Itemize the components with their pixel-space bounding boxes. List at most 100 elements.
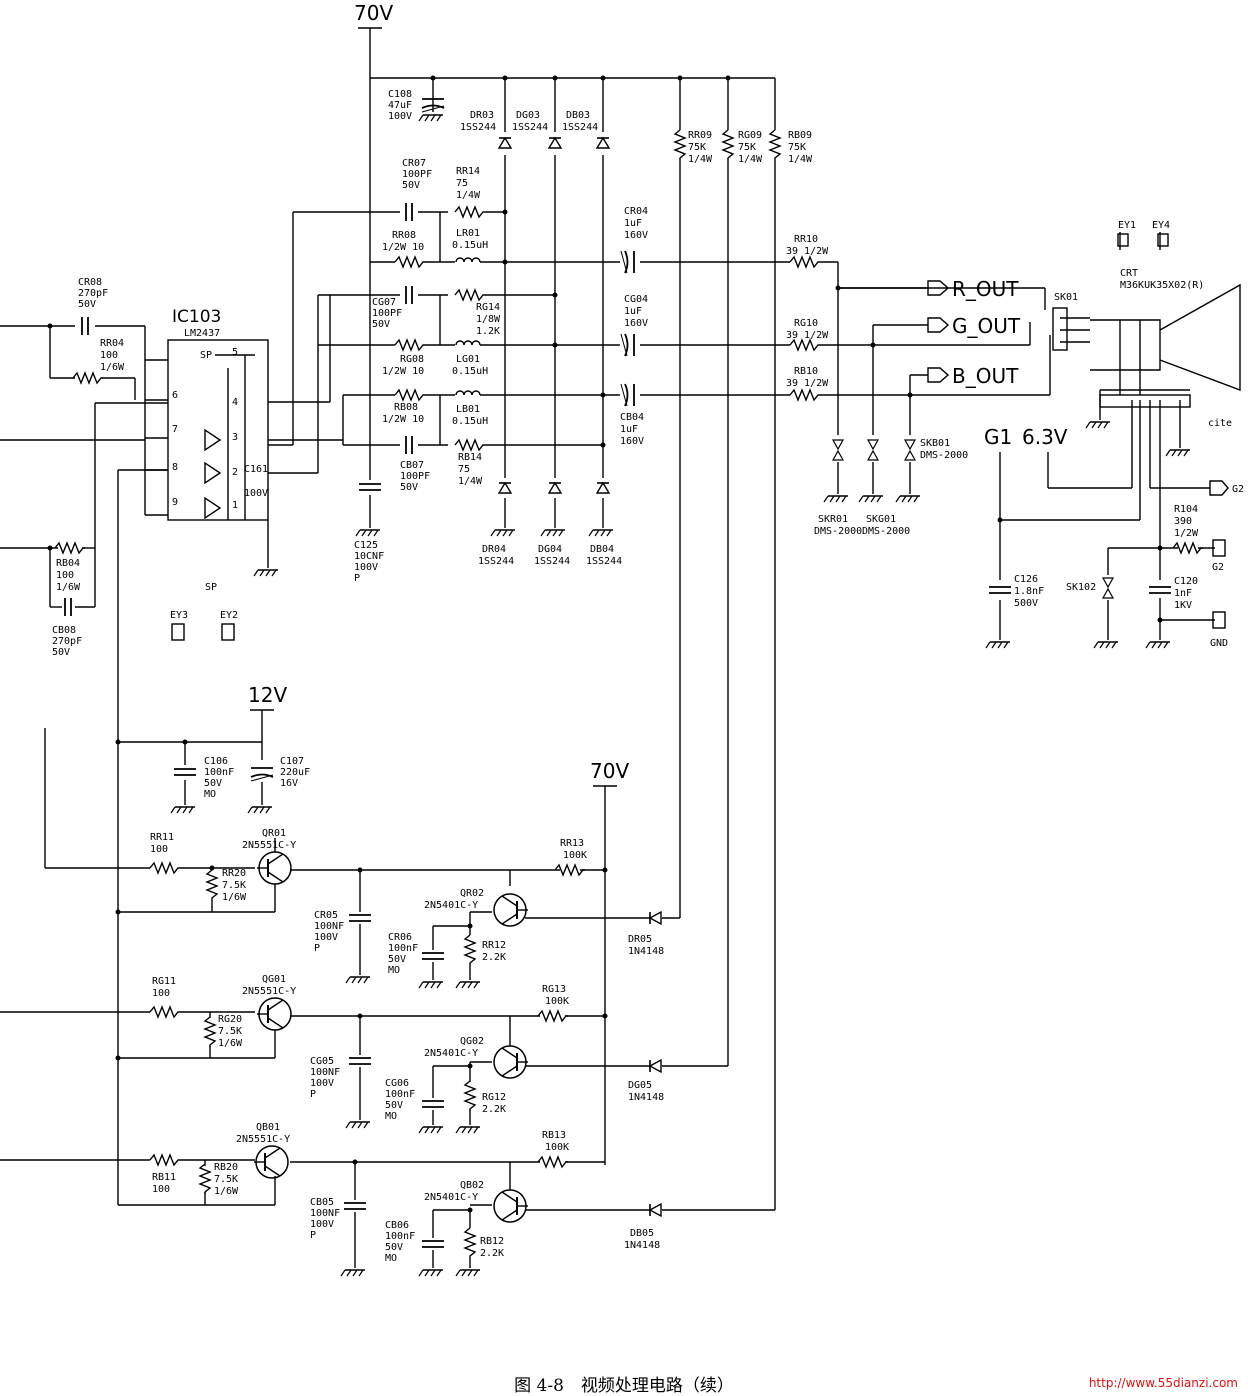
rb08-ref: RB08 [394,402,418,413]
lr01-ref: LR01 [456,228,480,239]
heater-voltage-label: 6.3V [1022,425,1068,449]
db03-val: 1SS244 [562,122,598,133]
qg01-ref: QG01 [262,974,286,985]
rb10-ref: RB10 [794,366,818,377]
cg04-val: 1uF [624,306,642,317]
ic-part: LM2437 [184,328,220,339]
qg01-part: 2N5551C-Y [242,986,296,997]
rr09-pwr: 1/4W [688,154,713,165]
c106-type: MO [204,789,216,800]
c161-volt: 100V [244,488,268,499]
rb13-val: 100K [545,1142,569,1153]
ey4-label: EY4 [1152,220,1170,231]
watermark: http://www.55dianzi.com [1088,1376,1238,1390]
c120-val: 1nF [1174,588,1192,599]
cg06-val: 100nF [385,1089,415,1100]
cg06-volt: 50V [385,1100,403,1111]
rg08-ref: RG08 [400,354,424,365]
rb14-ref: RB14 [458,452,482,463]
supply-70v-mid: 70V [590,759,629,783]
qr01-part: 2N5551C-Y [242,840,296,851]
db05-val: 1N4148 [624,1240,660,1251]
dg04-ref: DG04 [538,544,562,555]
c125-volt: 100V [354,562,378,573]
c108-ref: C108 [388,89,412,100]
qg02-part: 2N5401C-Y [424,1048,478,1059]
qr02-part: 2N5401C-Y [424,900,478,911]
qr02-ref: QR02 [460,888,484,899]
rr13-val: 100K [563,850,587,861]
cr06-volt: 50V [388,954,406,965]
ic-pin-3: 3 [232,432,238,443]
cr08-ref: CR08 [78,277,102,288]
rb04-pwr: 1/6W [56,582,81,593]
ey2-label: EY2 [220,610,238,621]
rr10-val: 39 1/2W [786,246,829,257]
skr01-ref: SKR01 [818,514,848,525]
rg13-val: 100K [545,996,569,1007]
g2-tp-label: G2 [1212,562,1224,573]
dr03-ref: DR03 [470,110,494,121]
c106-ref: C106 [204,756,228,767]
lg01-val: 0.15uH [452,366,488,377]
dr03-val: 1SS244 [460,122,496,133]
rr14-ref: RR14 [456,166,480,177]
ic-pin-5: 5 [232,347,238,358]
b-out-label: B_OUT [952,364,1019,388]
skg01-ref: SKG01 [866,514,896,525]
crt-label: CRT [1120,268,1138,279]
cg06-type: MO [385,1111,397,1122]
dg03-ref: DG03 [516,110,540,121]
g1-label: G1 [984,425,1012,449]
ic-pin-1: 1 [232,500,238,511]
cg05-ref: CG05 [310,1056,334,1067]
cg05-volt: 100V [310,1078,334,1089]
cb07-val: 100PF [400,471,430,482]
cb08-val: 270pF [52,636,82,647]
c107-val: 220uF [280,767,310,778]
crt-part: M36KUK35X02(R) [1120,280,1204,291]
cb07-ref: CB07 [400,460,424,471]
rg20-pwr: 1/6W [218,1038,243,1049]
supply-70v-top: 70V [354,1,393,25]
rg20-ref: RG20 [218,1014,242,1025]
rb13-ref: RB13 [542,1130,566,1141]
rr10-ref: RR10 [794,234,818,245]
qr01-ref: QR01 [262,828,286,839]
rg20-val: 7.5K [218,1026,242,1037]
cr07-ref: CR07 [402,158,426,169]
rr13-ref: RR13 [560,838,584,849]
c125-ref: C125 [354,540,378,551]
c106-volt: 50V [204,778,222,789]
cr05-ref: CR05 [314,910,338,921]
cr04-volt: 160V [624,230,648,241]
c126-ref: C126 [1014,574,1038,585]
lb01-val: 0.15uH [452,416,488,427]
db04-ref: DB04 [590,544,614,555]
rb12-ref: RB12 [480,1236,504,1247]
c108-volt: 100V [388,111,412,122]
cr07-val: 100PF [402,169,432,180]
rg10-val: 39 1/2W [786,330,829,341]
c125-type: P [354,573,360,584]
figure-caption: 图 4-8 视频处理电路（续） [514,1376,734,1396]
cr04-val: 1uF [624,218,642,229]
dr04-ref: DR04 [482,544,506,555]
sk102-ref: SK102 [1066,582,1096,593]
rr12-val: 2.2K [482,952,506,963]
dg05-ref: DG05 [628,1080,652,1091]
rr12-ref: RR12 [482,940,506,951]
cr08-volt: 50V [78,299,96,310]
c161-ref: C161 [244,464,268,475]
rg14-val: 1.2K [476,326,500,337]
crt-note: cite [1208,418,1232,429]
lr01-val: 0.15uH [452,240,488,251]
dg03-val: 1SS244 [512,122,548,133]
skb01-part: DMS-2000 [920,450,968,461]
rg11-val: 100 [152,988,170,999]
rb11-val: 100 [152,1184,170,1195]
rr08-ref: RR08 [392,230,416,241]
cb05-volt: 100V [310,1219,334,1230]
ic-pin-4: 4 [232,397,238,408]
gnd-tp-label: GND [1210,638,1228,649]
